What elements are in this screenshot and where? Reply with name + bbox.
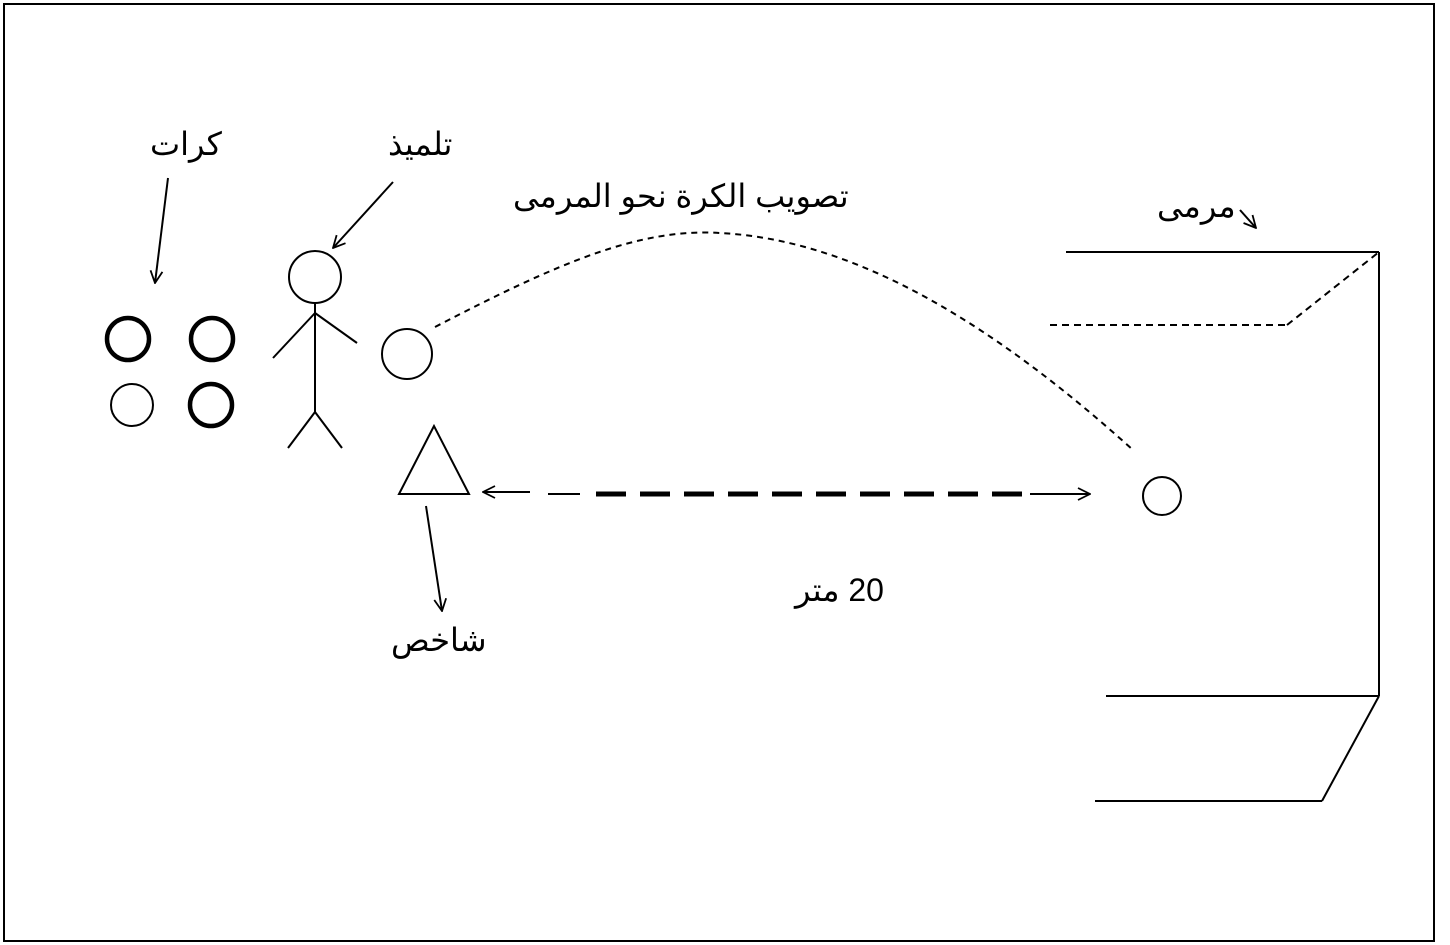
student-right-arm <box>314 312 358 344</box>
goal-structure <box>1050 251 1380 802</box>
cone-pointer-arrow <box>425 505 442 611</box>
ball-4 <box>187 381 235 429</box>
distance-line <box>483 492 1090 494</box>
student-label: تلميذ <box>388 126 453 162</box>
student-pointer-arrow <box>333 181 394 248</box>
diagram-frame <box>3 3 1435 942</box>
goal-depth-dashed <box>1286 251 1380 326</box>
shot-path-label: تصويب الكرة نحو المرمى <box>513 178 849 214</box>
balls-group <box>104 315 236 429</box>
balls-label: كرات <box>150 126 222 162</box>
goal-label: مرمى <box>1157 188 1236 224</box>
ball-3 <box>110 383 154 427</box>
distance-label: 20 متر <box>795 572 884 608</box>
balls-pointer-arrow <box>155 177 169 283</box>
student-left-leg <box>287 411 316 449</box>
cone-label: شاخص <box>391 622 487 658</box>
cone-marker <box>397 423 471 495</box>
ball-2 <box>188 315 236 363</box>
ball-start <box>381 328 433 380</box>
student-figure <box>272 250 358 449</box>
ball-1 <box>104 315 152 363</box>
ball-target <box>1142 476 1182 516</box>
student-right-leg <box>314 411 343 449</box>
student-left-arm <box>272 312 316 359</box>
student-head <box>288 250 342 304</box>
shot-trajectory <box>434 231 1134 451</box>
goal-pointer-arrow <box>1239 209 1256 228</box>
goal-bottom-depth <box>1321 695 1380 802</box>
